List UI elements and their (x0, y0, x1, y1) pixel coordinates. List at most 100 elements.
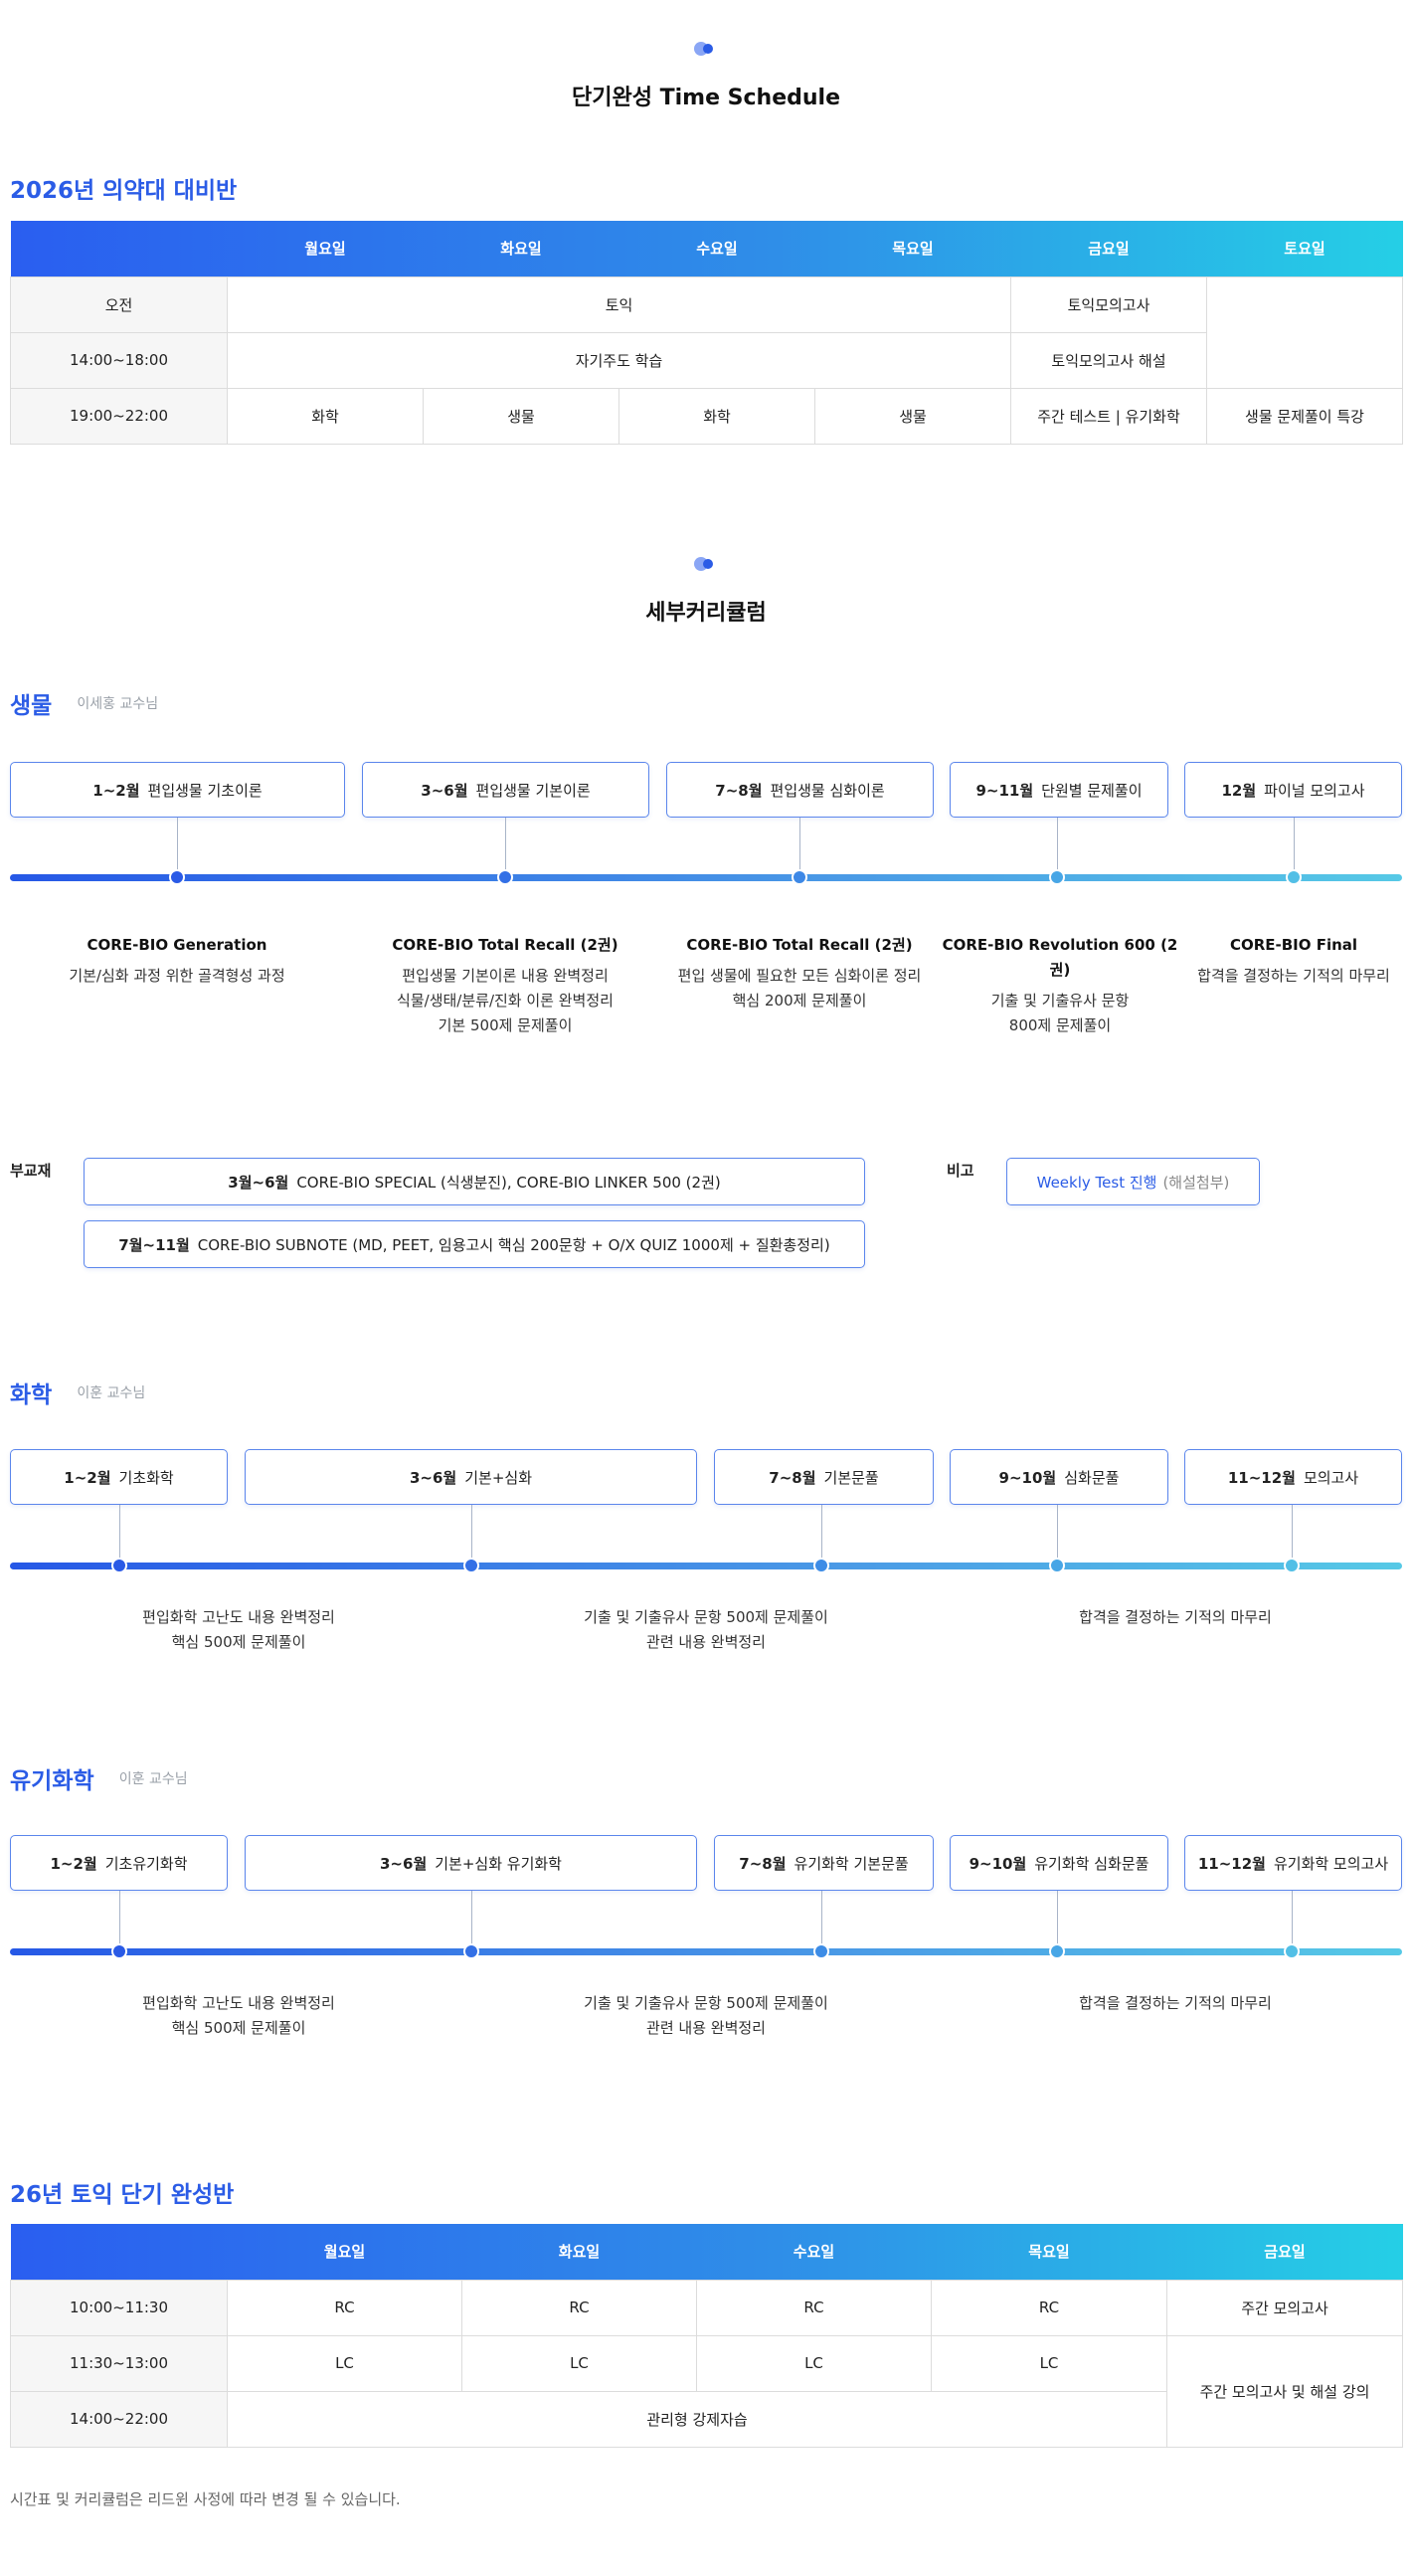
header-day: 목요일 (1028, 2243, 1070, 2262)
chem-desc: 기출 및 기출유사 문항 500제 문제풀이 관련 내용 완벽정리 (547, 1605, 865, 1655)
course-label: 기본문풀 (823, 1468, 879, 1487)
footer-note: 시간표 및 커리큘럼은 리드윈 사정에 따라 변경 될 수 있습니다. (10, 2490, 401, 2508)
timeline-node (111, 1943, 127, 1959)
time-cell: 14:00~22:00 (10, 2390, 228, 2448)
header-day: 월요일 (323, 2243, 366, 2262)
chem-desc: 합격을 결정하는 기적의 마무리 (1026, 1605, 1324, 1630)
period-label: 7~8월 (715, 781, 763, 800)
table-row: 10:00~11:30 RC RC RC RC 주간 모의고사 (10, 2279, 1403, 2336)
period-label: 11~12월 (1197, 1854, 1266, 1873)
schedule-cell: RC (931, 2279, 1167, 2336)
period-label: 7~8월 (739, 1854, 787, 1873)
section-dots-icon (692, 555, 720, 571)
time-cell: 오전 (10, 276, 228, 333)
header-day: 월요일 (304, 240, 346, 259)
timeline-node (1049, 1558, 1065, 1573)
timeline-node (463, 1558, 479, 1573)
timeline-connector (1057, 1891, 1058, 1950)
schedule-cell: RC (696, 2279, 932, 2336)
timeline-connector (1294, 818, 1295, 877)
schedule-cell: RC (227, 2279, 462, 2336)
table-row: 11:30~13:00 LC LC LC LC 주간 모의고사 및 해설 강의 (10, 2334, 1403, 2448)
header-day: 금요일 (1264, 2243, 1306, 2262)
header-day: 토요일 (1284, 240, 1325, 259)
timeline-connector (1292, 1891, 1293, 1950)
schedule-cell: 생물 (814, 387, 1011, 445)
header-empty (11, 221, 228, 276)
textbook-label: CORE-BIO SPECIAL (식생분진), CORE-BIO LINKER… (296, 1173, 721, 1192)
desc-line: 관련 내용 완벽정리 (646, 1633, 766, 1651)
course-label: 편입생물 심화이론 (770, 781, 885, 800)
schedule-cell: 생물 문제풀이 특강 (1206, 387, 1403, 445)
chem-timeline-bar (10, 1563, 1402, 1569)
timeline-node (1049, 1943, 1065, 1959)
desc-line: 핵심 500제 문제풀이 (171, 1633, 306, 1651)
desc-line: 기출 및 기출유사 문항 500제 문제풀이 (584, 1608, 828, 1626)
desc-title: CORE-BIO Final (1229, 936, 1358, 954)
schedule-cell: LC (227, 2334, 462, 2392)
schedule-cell: LC (931, 2334, 1167, 2392)
schedule-cell: 주간 모의고사 및 해설 강의 (1166, 2334, 1403, 2448)
schedule-cell: 생물 (423, 387, 619, 445)
schedule-cell: 화학 (227, 387, 424, 445)
timeline-connector (471, 1891, 472, 1950)
curriculum-title: 세부커리큘럼 (645, 601, 767, 626)
course-label: 단원별 문제풀이 (1041, 781, 1143, 800)
desc-line: 핵심 200제 문제풀이 (732, 992, 867, 1010)
desc-line: 편입생물 기본이론 내용 완벽정리 (402, 967, 609, 985)
timeline-node (1049, 869, 1065, 885)
toeic-title: 26년 토익 단기 완성반 (10, 2182, 235, 2208)
bio-professor: 이세홍 교수님 (77, 696, 159, 712)
course-label: 기초유기화학 (104, 1854, 188, 1873)
desc-line: 기본 500제 문제풀이 (438, 1016, 573, 1034)
time-cell: 14:00~18:00 (10, 331, 228, 389)
header-empty (11, 2224, 228, 2280)
desc-line: 편입화학 고난도 내용 완벽정리 (142, 1608, 335, 1626)
timeline-connector (505, 818, 506, 877)
desc-line: 합격을 결정하는 기적의 마무리 (1079, 1994, 1272, 2012)
header-day: 수요일 (696, 240, 738, 259)
desc-line: 관련 내용 완벽정리 (646, 2019, 766, 2037)
schedule-cell: 주간 모의고사 (1166, 2279, 1403, 2336)
timeline-connector (119, 1891, 120, 1950)
desc-title: CORE-BIO Total Recall (2권) (686, 936, 913, 954)
period-label: 7~8월 (769, 1468, 816, 1487)
chem-subject-name: 화학 (10, 1382, 53, 1408)
course-label: 편입생물 기본이론 (475, 781, 591, 800)
period-label: 1~2월 (64, 1468, 111, 1487)
table-header-row: 월요일 화요일 수요일 목요일 금요일 토요일 (10, 221, 1403, 276)
orgchem-desc: 기출 및 기출유사 문항 500제 문제풀이 관련 내용 완벽정리 (547, 1991, 865, 2041)
desc-line: 편입화학 고난도 내용 완벽정리 (142, 1994, 335, 2012)
course-label: 유기화학 심화문풀 (1034, 1854, 1149, 1873)
chem-desc: 편입화학 고난도 내용 완벽정리 핵심 500제 문제풀이 (89, 1605, 388, 1655)
bio-timeline-bar (10, 874, 1402, 881)
period-label: 1~2월 (92, 781, 140, 800)
schedule-cell-empty (1206, 276, 1403, 389)
desc-line: 편입 생물에 필요한 모든 심화이론 정리 (677, 967, 922, 985)
bio-desc: CORE-BIO Total Recall (2권) 편입생물 기본이론 내용 … (376, 933, 634, 1038)
bio-desc: CORE-BIO Generation 기본/심화 과정 위한 골격형성 과정 (48, 933, 306, 989)
timeline-node (1284, 1558, 1300, 1573)
course-label: 유기화학 기본문풀 (794, 1854, 909, 1873)
chem-professor: 이훈 교수님 (77, 1385, 146, 1401)
timeline-connector (177, 818, 178, 877)
sub-textbook-box: 3월~6월 CORE-BIO SPECIAL (식생분진), CORE-BIO L… (84, 1158, 865, 1205)
desc-line: 합격을 결정하는 기적의 마무리 (1079, 1608, 1272, 1626)
timeline-connector (821, 1891, 822, 1950)
bio-desc: CORE-BIO Revolution 600 (2권) 기출 및 기출유사 문… (941, 933, 1179, 1038)
orgchem-professor: 이훈 교수님 (118, 1771, 188, 1787)
orgchem-desc: 합격을 결정하는 기적의 마무리 (1026, 1991, 1324, 2016)
schedule-cell: 화학 (618, 387, 815, 445)
period-label: 3월~6월 (228, 1173, 289, 1192)
schedule-cell: 주간 테스트 | 유기화학 (1010, 387, 1207, 445)
table-header-row: 월요일 화요일 수요일 목요일 금요일 (10, 2224, 1403, 2280)
bio-subject-header: 생물 이세홍 교수님 (10, 686, 158, 720)
header-day: 수요일 (793, 2243, 835, 2262)
timeline-node (813, 1558, 829, 1573)
